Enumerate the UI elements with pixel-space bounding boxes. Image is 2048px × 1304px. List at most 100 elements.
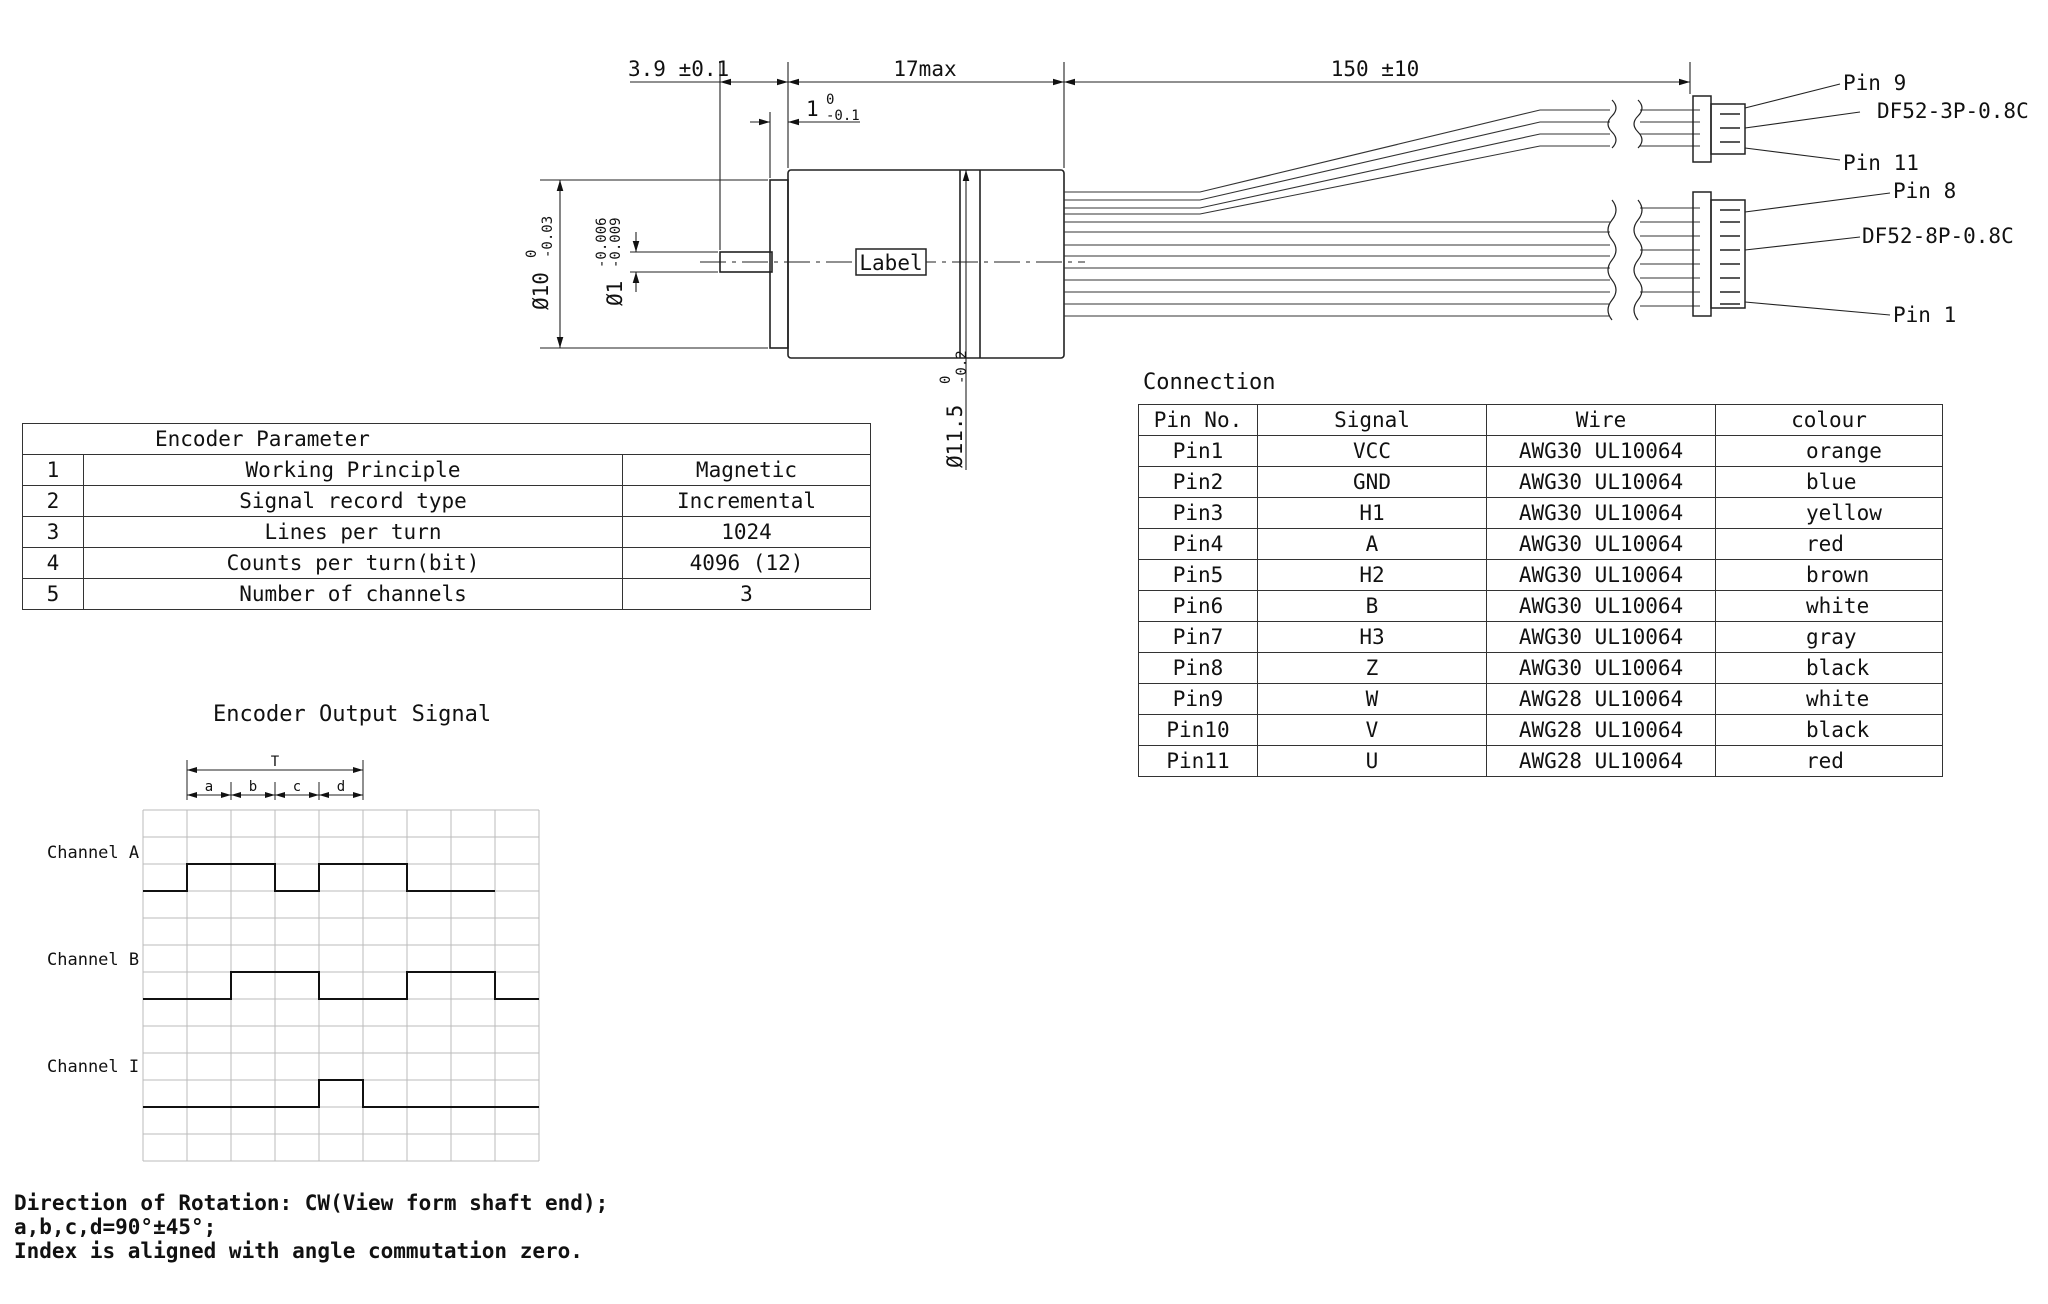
dim-shaft-upper: -0.006 bbox=[594, 217, 610, 268]
segment-label-a: a bbox=[205, 779, 213, 795]
param-no: 4 bbox=[22, 547, 84, 579]
cell-signal: H2 bbox=[1257, 559, 1487, 591]
cell-wire: AWG28 UL10064 bbox=[1486, 683, 1716, 715]
cell-colour: gray bbox=[1715, 621, 1943, 653]
label-box: Label bbox=[855, 248, 927, 276]
cell-colour: orange bbox=[1715, 435, 1943, 467]
cell-colour: yellow bbox=[1715, 497, 1943, 529]
connector-leaders bbox=[1744, 83, 1891, 316]
cell-wire: AWG30 UL10064 bbox=[1486, 590, 1716, 622]
dim-flange: 1 bbox=[806, 97, 819, 121]
dim-cable-length: 150 ±10 bbox=[1331, 57, 1420, 81]
cell-signal: VCC bbox=[1257, 435, 1487, 467]
param-name: Working Principle bbox=[83, 454, 623, 486]
cell-wire: AWG30 UL10064 bbox=[1486, 497, 1716, 529]
dim-outer-diameter: Ø11.5 bbox=[943, 405, 967, 468]
cell-signal: Z bbox=[1257, 652, 1487, 684]
param-no: 2 bbox=[22, 485, 84, 517]
signal-traces bbox=[143, 863, 539, 1108]
cell-signal: W bbox=[1257, 683, 1487, 715]
cell-pin: Pin8 bbox=[1138, 652, 1258, 684]
channel-a-label: Channel A bbox=[47, 843, 140, 863]
cell-wire: AWG30 UL10064 bbox=[1486, 435, 1716, 467]
cell-signal: GND bbox=[1257, 466, 1487, 498]
cell-pin: Pin2 bbox=[1138, 466, 1258, 498]
dim-body-lower: -0.03 bbox=[540, 216, 556, 258]
cell-pin: Pin11 bbox=[1138, 745, 1258, 777]
table-header-row: Pin No. Signal Wire colour bbox=[1138, 404, 1943, 436]
segment-label-c: c bbox=[293, 779, 301, 795]
note-index: Index is aligned with angle commutation … bbox=[14, 1239, 583, 1263]
cell-pin: Pin4 bbox=[1138, 528, 1258, 560]
cell-pin: Pin9 bbox=[1138, 683, 1258, 715]
dim-body-upper: 0 bbox=[524, 250, 540, 258]
table-row: 2 Signal record type Incremental bbox=[22, 485, 871, 517]
table-row: 5 Number of channels 3 bbox=[22, 578, 871, 610]
cell-signal: H1 bbox=[1257, 497, 1487, 529]
dim-shaft-diameter: Ø1 bbox=[603, 281, 627, 306]
table-row: Encoder Parameter bbox=[22, 423, 871, 455]
param-value: 3 bbox=[622, 578, 871, 610]
segment-label-d: d bbox=[337, 779, 345, 795]
encoder-parameter-title: Encoder Parameter bbox=[22, 423, 871, 455]
cell-colour: black bbox=[1715, 714, 1943, 746]
connector-8p bbox=[1692, 191, 1746, 317]
pin8-label: Pin 8 bbox=[1893, 179, 1956, 203]
cell-wire: AWG30 UL10064 bbox=[1486, 466, 1716, 498]
cell-signal: A bbox=[1257, 528, 1487, 560]
header-pin: Pin No. bbox=[1138, 404, 1258, 436]
connector-3p bbox=[1692, 95, 1746, 163]
param-name: Signal record type bbox=[83, 485, 623, 517]
waveform-channel-a bbox=[143, 863, 495, 892]
label-text: Label bbox=[859, 251, 922, 275]
header-colour: colour bbox=[1715, 404, 1943, 436]
pin9-label: Pin 9 bbox=[1843, 71, 1906, 95]
cell-signal: B bbox=[1257, 590, 1487, 622]
cell-colour: red bbox=[1715, 745, 1943, 777]
conn8-label: DF52-8P-0.8C bbox=[1862, 224, 2014, 248]
cell-colour: white bbox=[1715, 590, 1943, 622]
cell-pin: Pin6 bbox=[1138, 590, 1258, 622]
note-rotation: Direction of Rotation: CW(View form shaf… bbox=[14, 1191, 609, 1215]
connection-title: Connection bbox=[1143, 370, 1276, 395]
encoder-parameter-table: Encoder Parameter 1 Working Principle Ma… bbox=[22, 423, 871, 610]
cell-colour: black bbox=[1715, 652, 1943, 684]
conn3-label: DF52-3P-0.8C bbox=[1877, 99, 2029, 123]
pin1-label: Pin 1 bbox=[1893, 303, 1956, 327]
cell-wire: AWG30 UL10064 bbox=[1486, 652, 1716, 684]
table-row: 4 Counts per turn(bit) 4096 (12) bbox=[22, 547, 871, 579]
dim-outer-upper: 0 bbox=[938, 376, 954, 384]
channel-i-label: Channel I bbox=[47, 1057, 140, 1077]
cell-pin: Pin7 bbox=[1138, 621, 1258, 653]
cell-wire: AWG28 UL10064 bbox=[1486, 714, 1716, 746]
cell-colour: brown bbox=[1715, 559, 1943, 591]
dim-body-diameter: Ø10 bbox=[529, 272, 553, 310]
table-row: 3 Lines per turn 1024 bbox=[22, 516, 871, 548]
channel-b-label: Channel B bbox=[47, 950, 140, 970]
param-value: 4096 (12) bbox=[622, 547, 871, 579]
param-no: 3 bbox=[22, 516, 84, 548]
waveform-channel-i bbox=[143, 1079, 539, 1108]
cell-pin: Pin5 bbox=[1138, 559, 1258, 591]
dim-shaft-lower: -0.009 bbox=[608, 217, 624, 268]
period-dimension bbox=[186, 760, 364, 800]
param-name: Counts per turn(bit) bbox=[83, 547, 623, 579]
cell-colour: red bbox=[1715, 528, 1943, 560]
signal-grid bbox=[142, 809, 540, 1162]
cell-colour: blue bbox=[1715, 466, 1943, 498]
cell-pin: Pin3 bbox=[1138, 497, 1258, 529]
wire-bundle bbox=[1064, 109, 1700, 317]
dim-body-length: 17max bbox=[893, 57, 956, 81]
dimension-lines bbox=[540, 62, 1691, 470]
cell-signal: U bbox=[1257, 745, 1487, 777]
